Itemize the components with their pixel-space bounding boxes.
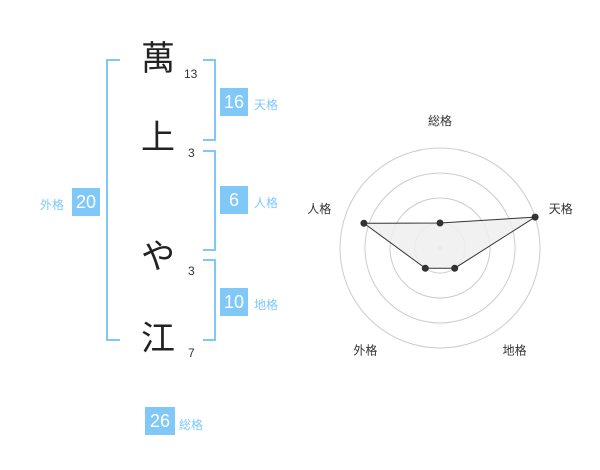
- radar-grid-ring: [364, 172, 516, 324]
- radar-point-4: [421, 264, 429, 272]
- name-char-2: 上: [141, 118, 175, 158]
- tenkaku-value-badge: 16: [220, 88, 248, 116]
- chikaku-bracket: [203, 259, 216, 341]
- radar-axis-label: 総格: [428, 113, 452, 128]
- radar-point-1: [436, 219, 444, 227]
- radar-polygon: [362, 216, 536, 269]
- name-char-4: 江: [141, 319, 175, 359]
- radar-point-2: [531, 213, 539, 221]
- tenkaku-bracket: [203, 59, 216, 141]
- stroke-count-2: 3: [188, 146, 195, 160]
- radar-point-5: [360, 219, 368, 227]
- jinkaku-value-badge: 6: [220, 186, 248, 214]
- jinkaku-label: 人格: [254, 196, 279, 210]
- radar-grid-ring: [389, 197, 491, 299]
- stroke-count-3: 3: [188, 264, 195, 278]
- name-char-3: や: [141, 237, 175, 277]
- name-char-1: 萬: [141, 39, 175, 79]
- radar-axis-label: 天格: [549, 201, 573, 216]
- stroke-count-1: 13: [184, 67, 198, 81]
- tenkaku-label: 天格: [254, 98, 279, 112]
- chikaku-label: 地格: [254, 298, 279, 312]
- soukaku-label: 総格: [179, 418, 204, 432]
- stroke-count-4: 7: [188, 346, 195, 360]
- soukaku-value-badge: 26: [145, 407, 175, 435]
- radar-grid-ring: [339, 147, 541, 349]
- jinkaku-bracket: [203, 150, 216, 251]
- gaikaku-label: 外格: [40, 198, 65, 212]
- radar-point-3: [451, 264, 459, 272]
- radar-axis-label: 地格: [503, 343, 527, 358]
- radar-axis-label: 外格: [353, 343, 377, 358]
- gaikaku-value-badge: 20: [72, 188, 100, 216]
- gaikaku-bracket: [106, 59, 120, 341]
- chikaku-value-badge: 10: [220, 288, 248, 316]
- radar-axis-label: 人格: [307, 201, 331, 216]
